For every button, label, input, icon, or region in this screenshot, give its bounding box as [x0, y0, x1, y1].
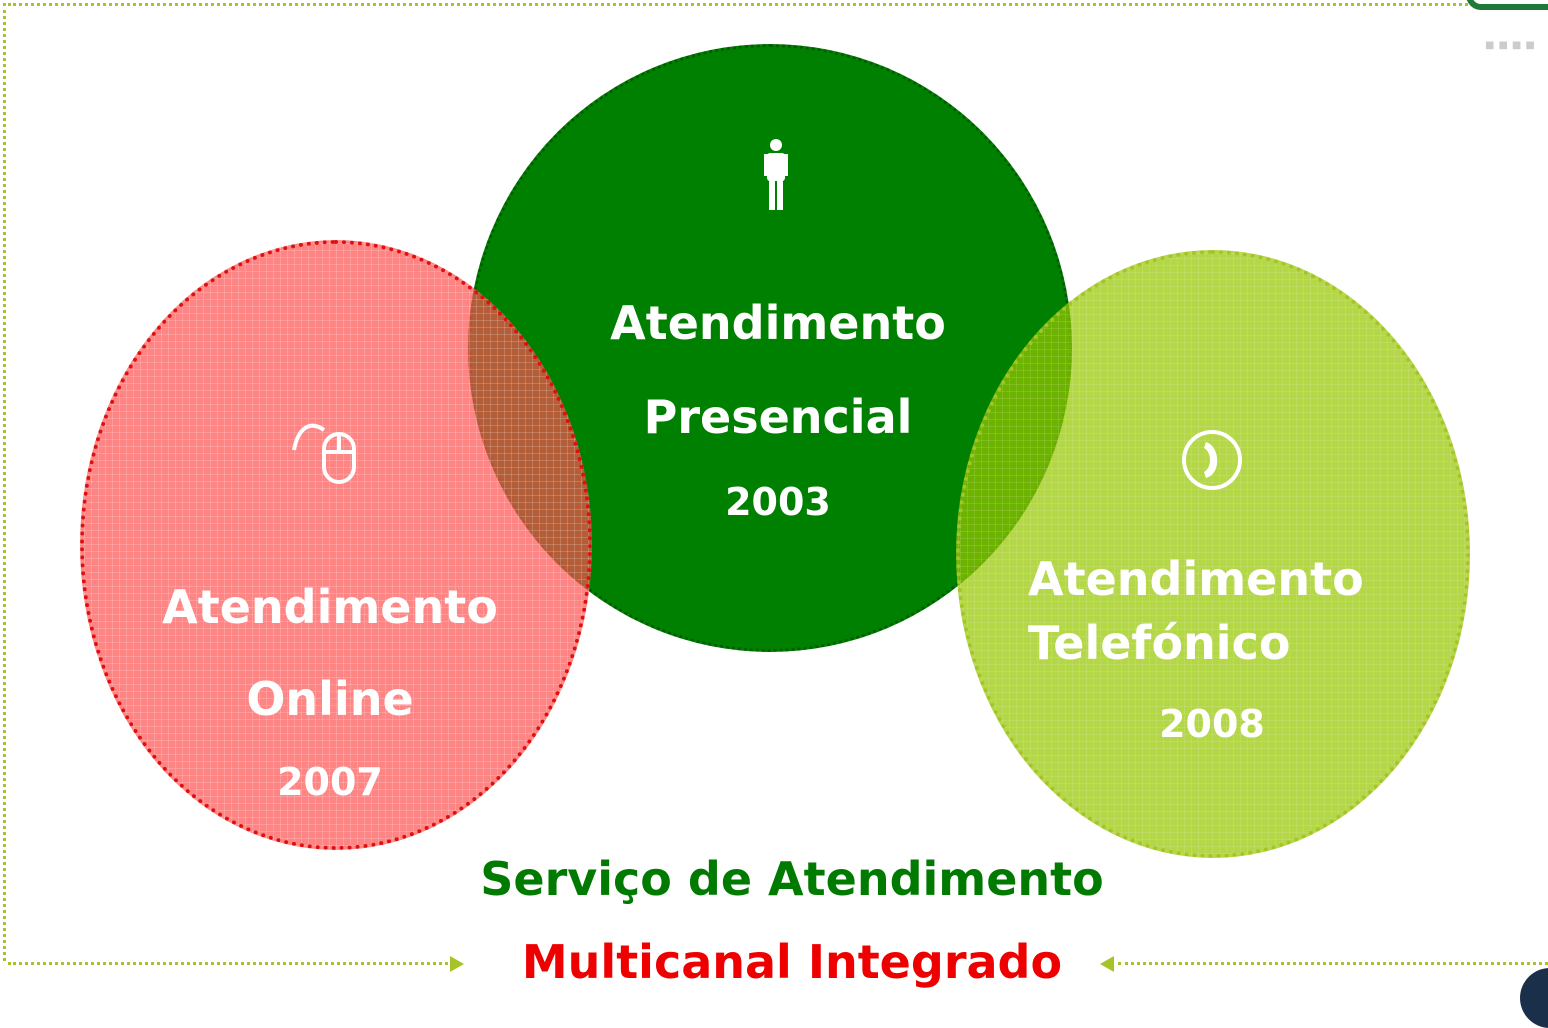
footer-title-line2: Multicanal Integrado [521, 935, 1063, 989]
telefonico-line2: Telefónico [1028, 616, 1291, 670]
online-year: 2007 [277, 760, 383, 804]
top-border-line [8, 3, 1468, 6]
bottom-left-border-line [8, 962, 448, 965]
footer-title-line1: Serviço de Atendimento [480, 852, 1104, 906]
arrow-left-icon [1100, 956, 1114, 972]
circle-online [80, 240, 592, 850]
presencial-line2: Presencial [643, 390, 913, 444]
corner-dots-decoration: ■■■■ [1485, 40, 1539, 51]
arrow-right-icon [450, 956, 464, 972]
phone-icon [1182, 430, 1242, 490]
presencial-line1: Atendimento [610, 296, 946, 350]
circle-telefonico [956, 250, 1470, 858]
bottom-right-border-line [1118, 962, 1548, 965]
presencial-year: 2003 [725, 480, 831, 524]
mouse-icon [292, 423, 356, 484]
telefonico-year: 2008 [1159, 702, 1265, 746]
corner-logo-shape [1466, 0, 1548, 10]
telefonico-line1: Atendimento [1028, 552, 1364, 606]
online-line1: Atendimento [162, 580, 498, 634]
person-icon [764, 139, 788, 210]
online-line2: Online [246, 672, 414, 726]
left-border-line [3, 3, 6, 961]
